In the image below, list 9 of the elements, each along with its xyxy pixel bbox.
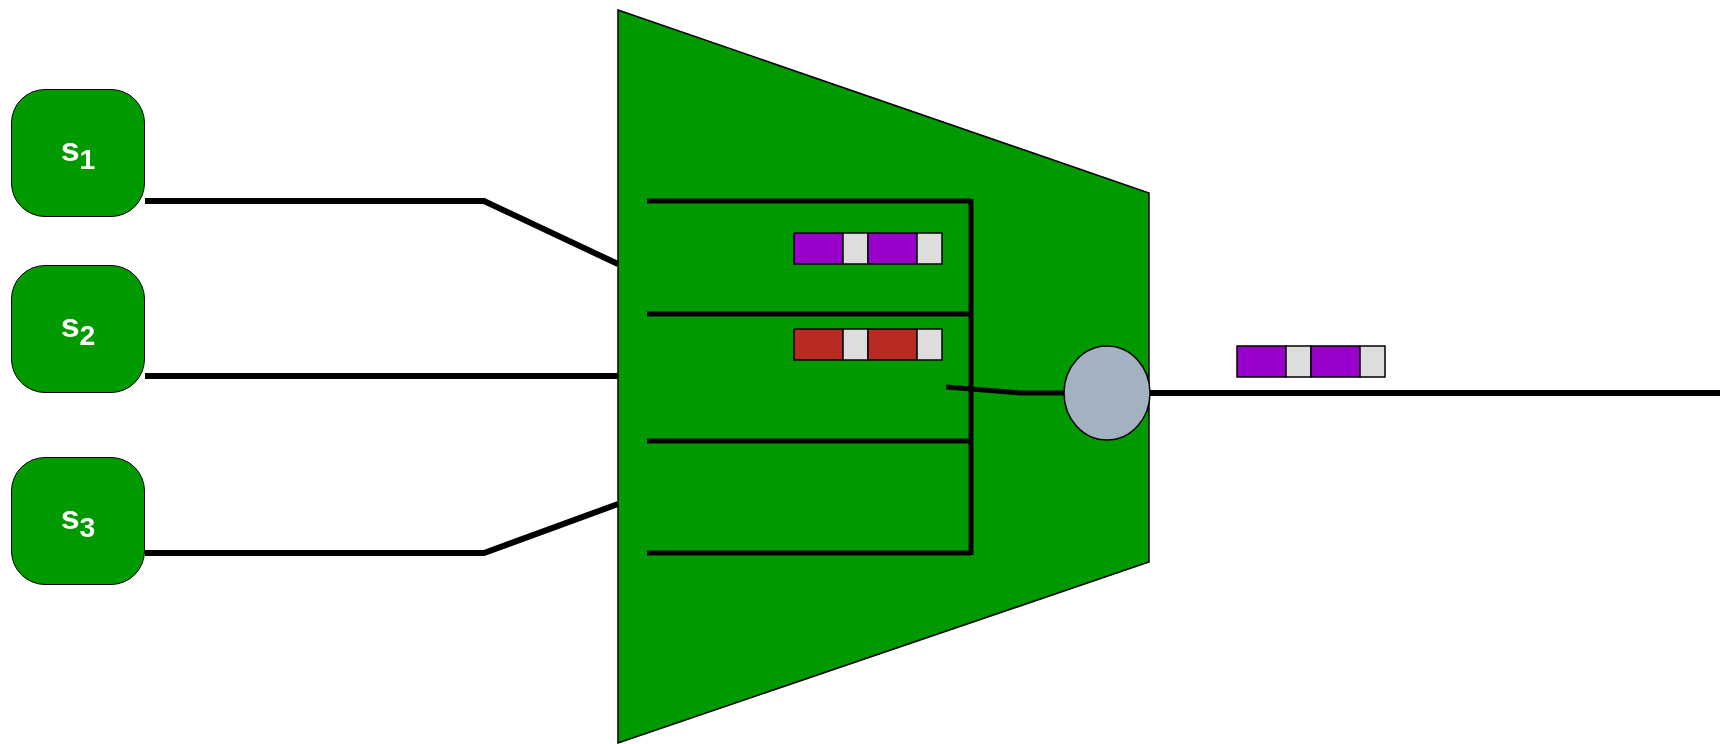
source-box [11, 265, 145, 393]
source-label: s$_{2}$ [60, 306, 96, 352]
source-box [11, 457, 145, 585]
multiplexer-trapezoid [617, 9, 1150, 744]
source-box [11, 89, 145, 217]
connector-line [145, 373, 618, 379]
source-label: s$_{3}$ [60, 498, 96, 544]
connector-line [1150, 390, 1720, 396]
source-label: s$_{1}$ [60, 130, 96, 176]
